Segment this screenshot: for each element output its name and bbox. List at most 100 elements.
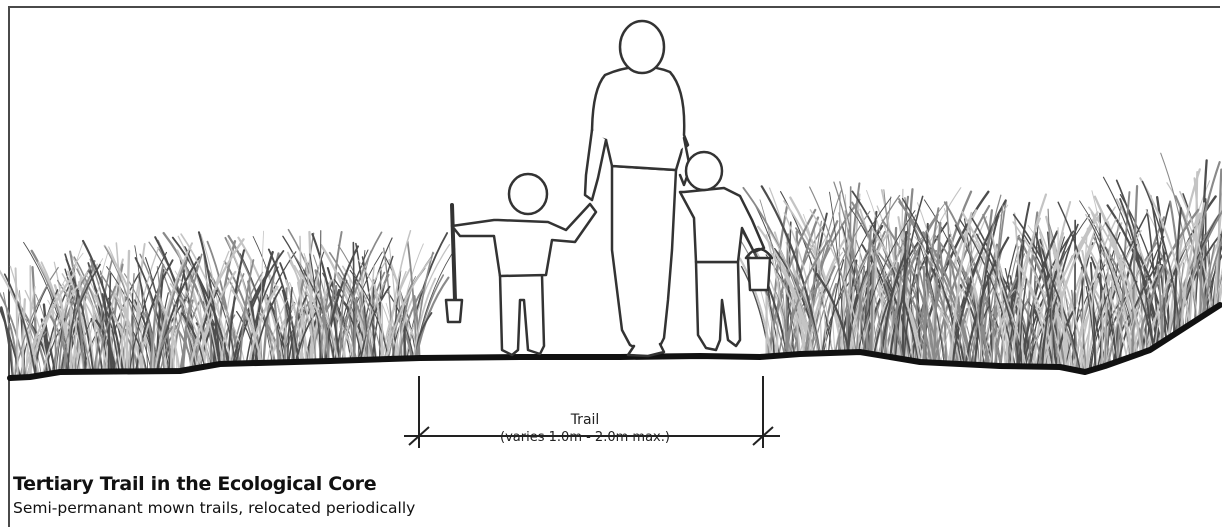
grass-blade	[9, 265, 32, 376]
grass-blade	[91, 306, 99, 371]
grass-blade	[327, 230, 343, 361]
grass-blade	[132, 243, 146, 371]
grass-blade	[295, 310, 318, 361]
grass-blade	[239, 253, 273, 362]
grass-blade	[922, 265, 926, 362]
grass-blade	[93, 285, 117, 371]
grass-blade	[283, 316, 294, 361]
grass-blade	[226, 249, 246, 363]
grass-blade	[21, 298, 26, 377]
grass-blade	[1085, 285, 1096, 368]
grass-blade	[861, 260, 897, 351]
grass-blade	[157, 246, 201, 367]
grass-blade	[948, 254, 967, 364]
grass-blade	[56, 279, 92, 371]
grass-blade	[884, 213, 939, 356]
grass-blade	[359, 292, 369, 359]
grass-blade	[1078, 233, 1137, 370]
grass-blade	[1180, 212, 1202, 329]
grass-blade	[960, 241, 990, 363]
grass-blade	[304, 292, 317, 360]
grass-blade	[1047, 208, 1054, 366]
grass-blade	[1072, 307, 1093, 369]
grass-blade	[1104, 222, 1154, 347]
grass-blade	[1064, 264, 1106, 367]
grass-blade	[901, 230, 908, 359]
grass-blade	[1188, 202, 1206, 324]
grass-blade	[196, 270, 237, 367]
grass-blade	[154, 242, 193, 371]
grass-blade	[210, 279, 236, 363]
grass-blade	[0, 306, 14, 378]
grass-blade	[1041, 270, 1057, 366]
grass-blade	[337, 272, 374, 359]
grass-blade	[283, 296, 287, 361]
grass-blade	[1106, 269, 1132, 356]
grass-blade	[171, 236, 230, 363]
grass-blade	[156, 256, 201, 371]
grass-blade	[97, 311, 114, 371]
grass-blade	[1015, 260, 1052, 366]
grass-blade	[3, 273, 36, 375]
grass-blade	[951, 199, 1007, 363]
grass-blade	[1085, 265, 1100, 371]
grass-blade	[1098, 205, 1143, 353]
grass-blade	[1201, 236, 1222, 316]
grass-blade	[303, 257, 317, 361]
grass-blade	[309, 254, 322, 361]
grass-blade	[362, 283, 385, 359]
grass-blade	[937, 306, 961, 363]
grass-blade	[765, 234, 787, 354]
grass-blade	[1086, 272, 1113, 371]
grass-blade	[25, 286, 36, 377]
adult-figure	[583, 19, 692, 358]
grass-blade	[1032, 275, 1052, 366]
grass-blade	[893, 258, 905, 357]
grass-blade	[27, 317, 46, 376]
grass-blade	[119, 312, 126, 371]
grass-blade	[102, 305, 116, 371]
grass-blade	[303, 253, 327, 360]
grass-blade	[177, 235, 219, 364]
child-right-figure	[678, 150, 774, 352]
grass-blade	[1073, 218, 1117, 369]
grass-blade	[1018, 278, 1028, 366]
grass-blade	[1213, 189, 1222, 308]
grass-blade	[169, 307, 177, 370]
grass-blade	[413, 277, 437, 358]
grass-blade	[1174, 208, 1222, 333]
grass-blade	[338, 231, 383, 360]
grass-blade	[83, 300, 109, 371]
grass-blade	[107, 272, 112, 371]
grass-blade	[1179, 190, 1212, 310]
grass-blade	[1118, 252, 1167, 360]
grass-blade	[1174, 195, 1207, 314]
grass-blade	[847, 270, 867, 352]
grass-blade	[398, 288, 424, 358]
grass-blade	[790, 292, 801, 353]
grass-blade	[738, 257, 772, 356]
grass-blade	[248, 285, 279, 363]
grass-blade	[883, 248, 921, 362]
grass-blade	[125, 249, 131, 371]
grass-blade	[67, 289, 80, 371]
grass-blade	[810, 265, 836, 353]
grass-blade	[785, 216, 820, 355]
grass-blade	[1185, 256, 1198, 319]
grass-blade	[259, 230, 264, 362]
grass-blade	[315, 291, 339, 360]
grass-blade	[1010, 193, 1048, 366]
grass-blade	[943, 201, 1002, 365]
caption-title: Tertiary Trail in the Ecological Core	[13, 473, 377, 495]
grass-blade	[972, 194, 1002, 364]
grass-blade	[2, 292, 14, 377]
grass-blade	[183, 246, 221, 364]
grass-blade	[235, 250, 285, 363]
grass-blade	[129, 273, 135, 371]
grass-blade	[1204, 244, 1216, 314]
grass-blade	[394, 243, 424, 358]
grass-blade	[1160, 152, 1197, 319]
grass-blade	[989, 307, 1010, 365]
grass-blade	[348, 261, 386, 360]
grass-blade	[991, 234, 1009, 366]
